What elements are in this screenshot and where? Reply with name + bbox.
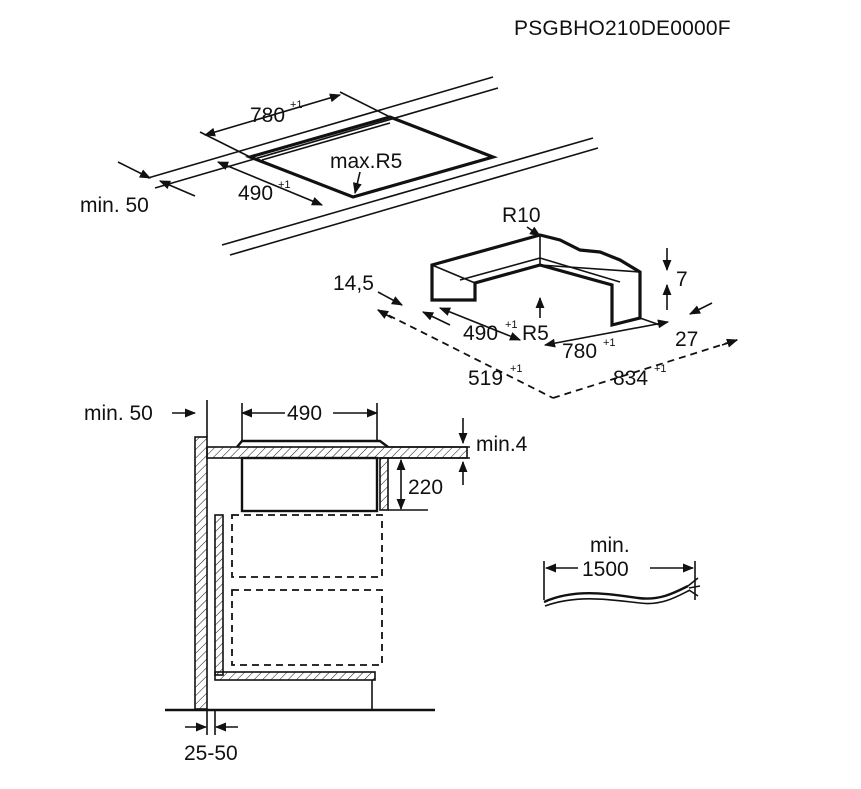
frame-outer-radius-label: R10 xyxy=(502,204,541,227)
worktop-back-edge xyxy=(147,76,494,179)
section-panel-distance-label: 25-50 xyxy=(184,742,238,765)
worktop-cutout-view: 780 +1 490 +1 max.R5 min. 50 xyxy=(80,76,599,256)
frame-edge-1 xyxy=(431,264,476,284)
cutout-width-label: 780 xyxy=(250,104,285,127)
cable-label-line2: 1500 xyxy=(582,558,629,581)
dim-outer-width-line xyxy=(552,339,738,399)
side-panel xyxy=(379,457,389,511)
frame-cutout-view: R10 7 14,5 R5 490 +1 780 +1 27 519 +1 83… xyxy=(333,204,739,399)
frame-inner-radius-label: R5 xyxy=(522,322,549,345)
section-depth-label: 490 xyxy=(287,402,322,425)
section-gap-label: min.4 xyxy=(476,433,528,456)
dim-490-line xyxy=(216,161,324,206)
frame-flange-right-label: 27 xyxy=(675,328,698,351)
back-wall xyxy=(194,436,208,710)
frame-inner-width-tol: +1 xyxy=(603,337,616,349)
frame-outer-depth-label: 519 xyxy=(468,367,503,390)
frame-outer-depth-tol: +1 xyxy=(510,363,523,375)
section-wall-distance-label: min. 50 xyxy=(84,402,153,425)
section-view: min. 50 490 min.4 220 25-50 xyxy=(84,400,528,765)
cable-wire-3 xyxy=(688,589,699,597)
cutout-inner-edge xyxy=(261,122,391,161)
frame-thickness-label: 7 xyxy=(676,268,688,291)
cabinet-inner-wall xyxy=(214,514,224,676)
cable-outline xyxy=(544,589,691,607)
flange-arrow-1 xyxy=(377,291,403,306)
frame-edge-2 xyxy=(539,264,641,273)
cutout-radius-label: max.R5 xyxy=(330,150,402,173)
model-code: PSGBHO210DE0000F xyxy=(514,17,731,40)
flange-arrow-2 xyxy=(421,311,451,326)
flange-right-arrow xyxy=(688,302,713,315)
frame-outline xyxy=(430,233,642,328)
section-height-label: 220 xyxy=(408,476,443,499)
section-depth-label-bg xyxy=(285,400,333,424)
frame-flange-label: 14,5 xyxy=(333,272,374,295)
cabinet-base xyxy=(214,671,376,681)
dim-780-line xyxy=(203,93,342,137)
cable-view: min. 1500 xyxy=(543,534,701,607)
dim-inner-width-line xyxy=(543,319,670,348)
ext-line-1 xyxy=(199,131,251,158)
frame-outer-width-tol: +1 xyxy=(654,363,667,375)
drawer-1 xyxy=(231,514,383,578)
frame-inner-edge-2 xyxy=(539,257,621,283)
frame-inner-edge xyxy=(459,257,541,281)
frame-inner-width-label: 780 xyxy=(562,340,597,363)
cutout-width-tol: +1 xyxy=(290,99,303,111)
dim-outer-depth-line xyxy=(377,309,554,399)
cable-wire-1 xyxy=(687,577,699,587)
worktop-section xyxy=(206,446,468,459)
hob-top xyxy=(236,439,389,448)
cable-wire-2 xyxy=(688,585,701,589)
dim-inner-depth-line xyxy=(438,307,522,341)
frame-outer-width-label: 834 xyxy=(613,367,648,390)
hob-body xyxy=(240,456,379,513)
worktop-back-edge-2 xyxy=(154,87,499,189)
cutout-depth-tol: +1 xyxy=(278,179,291,191)
radius-pointer xyxy=(352,171,362,195)
frame-inner-depth-tol: +1 xyxy=(505,319,518,331)
r10-pointer xyxy=(526,226,541,237)
frame-inner-depth-label: 490 xyxy=(463,322,498,345)
drawer-2 xyxy=(231,589,383,666)
flange-right-ext xyxy=(639,317,661,326)
outer-width-arrow xyxy=(721,338,739,348)
cable-label-line1: min. xyxy=(590,534,630,557)
edge-arrow-2 xyxy=(158,180,196,197)
cable xyxy=(543,584,689,604)
worktop-front-edge xyxy=(221,137,594,246)
edge-arrow-1 xyxy=(117,161,152,179)
worktop-front-edge-2 xyxy=(229,147,599,256)
cutout-depth-label: 490 xyxy=(238,182,273,205)
outer-depth-arrow xyxy=(377,309,393,319)
edge-distance-label: min. 50 xyxy=(80,194,149,217)
ext-line-2 xyxy=(339,91,391,118)
